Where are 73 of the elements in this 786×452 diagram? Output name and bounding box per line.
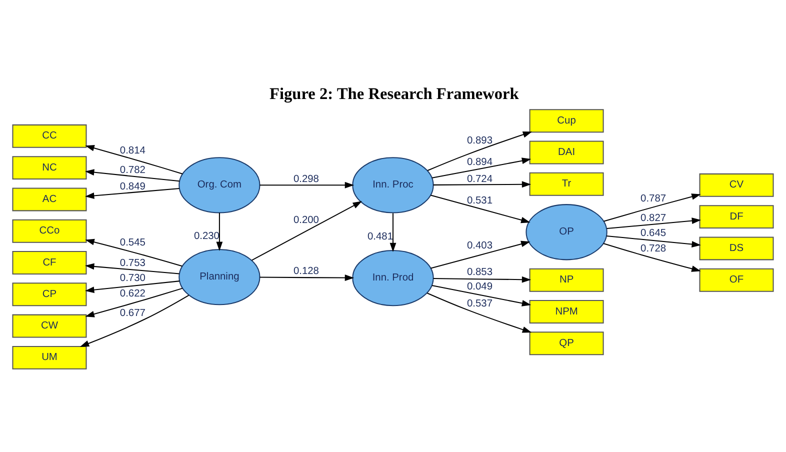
edge-label: 0.049 xyxy=(467,281,493,292)
arrow xyxy=(85,288,183,318)
arrow xyxy=(216,212,223,251)
node-ellipse: Planning xyxy=(178,248,260,306)
edge-label: 0.622 xyxy=(120,288,146,300)
node-ellipse: Org. Com xyxy=(178,157,260,214)
edge-label: 0.200 xyxy=(293,214,319,226)
edge-label: 0.894 xyxy=(467,156,493,168)
edge-label: 0.298 xyxy=(293,174,319,186)
node-box: AC xyxy=(12,188,87,212)
node-box: NPM xyxy=(529,300,604,324)
arrow xyxy=(432,158,532,178)
edge-label: 0.827 xyxy=(640,212,666,224)
edge-label: 0.893 xyxy=(467,135,493,146)
arrow xyxy=(260,182,354,188)
node-box: UM xyxy=(12,346,87,370)
arrow xyxy=(430,240,530,269)
edge-label: 0.403 xyxy=(467,240,493,252)
edge-label: 0.230 xyxy=(194,230,220,242)
edge-label: 0.787 xyxy=(640,194,666,204)
edge-label: 0.128 xyxy=(293,266,319,277)
arrow xyxy=(85,280,180,294)
edge-label: 0.814 xyxy=(120,146,146,157)
edge-label: 0.753 xyxy=(120,258,146,269)
arrow xyxy=(85,263,180,274)
node-box: CW xyxy=(12,314,87,338)
arrow xyxy=(260,274,354,281)
edge-label: 0.645 xyxy=(640,228,666,240)
edge-label: 0.782 xyxy=(120,164,146,176)
edge-label: 0.537 xyxy=(467,298,493,310)
diagram-title: Figure 2: The Research Framework xyxy=(269,84,519,104)
arrow xyxy=(430,194,530,224)
arrow xyxy=(433,181,532,188)
arrow xyxy=(606,218,702,230)
edge-label: 0.724 xyxy=(467,174,493,186)
node-box: NC xyxy=(12,156,87,180)
arrow xyxy=(603,242,701,272)
arrow xyxy=(433,276,532,283)
arrow xyxy=(252,201,362,261)
edge-label: 0.853 xyxy=(467,267,493,278)
arrow xyxy=(85,169,180,182)
node-ellipse: Inn. Prod xyxy=(352,250,434,306)
node-box: Tr xyxy=(529,172,604,196)
node-box: QP xyxy=(529,332,604,356)
node-box: OF xyxy=(699,268,774,292)
arrow xyxy=(85,238,182,267)
arrow xyxy=(80,294,189,347)
arrow xyxy=(432,285,532,306)
arrow xyxy=(604,194,701,222)
node-box: DS xyxy=(699,236,774,260)
edge-label: 0.677 xyxy=(120,308,146,319)
arrow xyxy=(427,292,532,333)
node-box: DAI xyxy=(529,140,604,164)
arrow xyxy=(85,144,183,174)
node-box: CCo xyxy=(12,219,87,243)
node-box: CP xyxy=(12,282,87,306)
arrow xyxy=(390,213,396,252)
edge-label: 0.728 xyxy=(640,244,666,255)
node-box: Cup xyxy=(529,109,604,133)
node-ellipse: OP xyxy=(526,204,608,260)
node-box: CC xyxy=(12,124,87,148)
arrow xyxy=(606,235,701,248)
node-box: CV xyxy=(699,173,774,197)
node-box: NP xyxy=(529,268,604,292)
arrow xyxy=(427,132,532,171)
edge-label: 0.730 xyxy=(120,273,146,284)
edge-label: 0.481 xyxy=(367,232,393,243)
arrow xyxy=(85,188,180,199)
edge-label: 0.849 xyxy=(120,181,146,192)
node-box: CF xyxy=(12,251,87,274)
edge-label: 0.545 xyxy=(120,237,146,248)
node-box: DF xyxy=(699,205,774,229)
edge-label: 0.531 xyxy=(467,196,493,207)
